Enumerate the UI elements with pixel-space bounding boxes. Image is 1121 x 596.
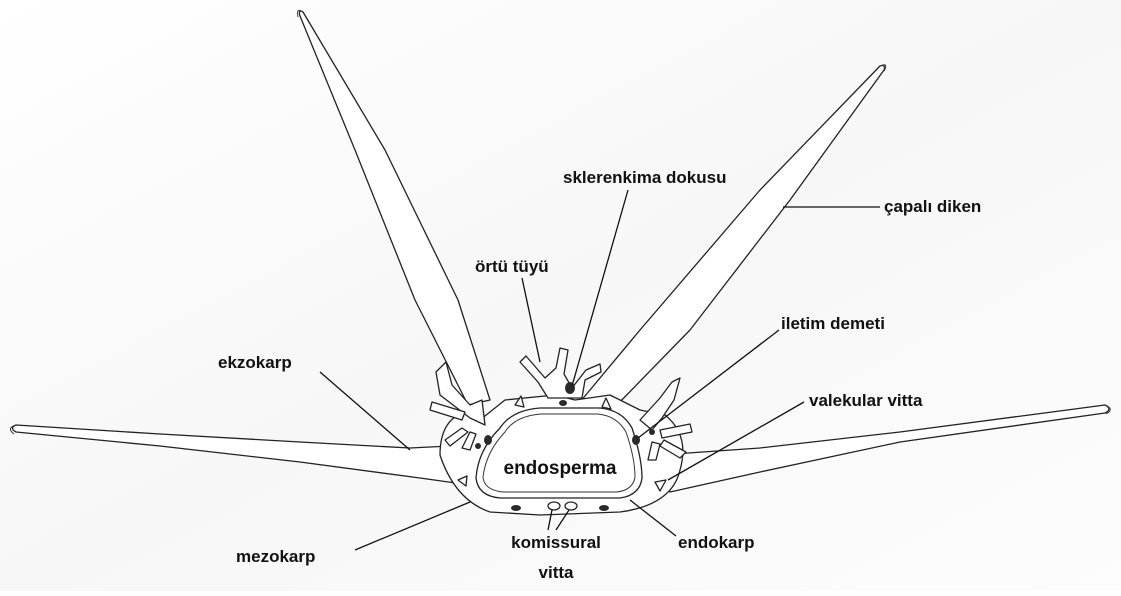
label-sklerenkima: sklerenkima dokusu bbox=[563, 168, 726, 187]
label-endokarp: endokarp bbox=[678, 533, 755, 552]
vascular-bundle-right bbox=[632, 435, 640, 445]
commissural-vitta-2 bbox=[565, 502, 577, 510]
label-vitta: vitta bbox=[539, 563, 575, 582]
valecular-vitta-right bbox=[649, 429, 655, 435]
vitta-bottom-1 bbox=[511, 505, 521, 511]
label-valekular-vitta: valekular vitta bbox=[809, 391, 923, 410]
label-mezokarp: mezokarp bbox=[236, 547, 315, 566]
vascular-bundle-left bbox=[484, 435, 492, 445]
label-komissural: komissural bbox=[511, 533, 601, 552]
label-capali-diken: çapalı diken bbox=[884, 197, 981, 216]
valecular-vitta-center bbox=[559, 400, 567, 406]
commissural-vitta-1 bbox=[548, 502, 560, 510]
valecular-vitta-left bbox=[475, 443, 481, 449]
label-ekzokarp: ekzokarp bbox=[218, 353, 292, 372]
label-iletim-demeti: iletim demeti bbox=[781, 314, 885, 333]
vitta-bottom-2 bbox=[599, 505, 609, 511]
label-endosperma: endosperma bbox=[504, 458, 617, 479]
label-ortu-tuyu: örtü tüyü bbox=[475, 257, 549, 276]
vascular-bundle-center bbox=[565, 382, 575, 394]
